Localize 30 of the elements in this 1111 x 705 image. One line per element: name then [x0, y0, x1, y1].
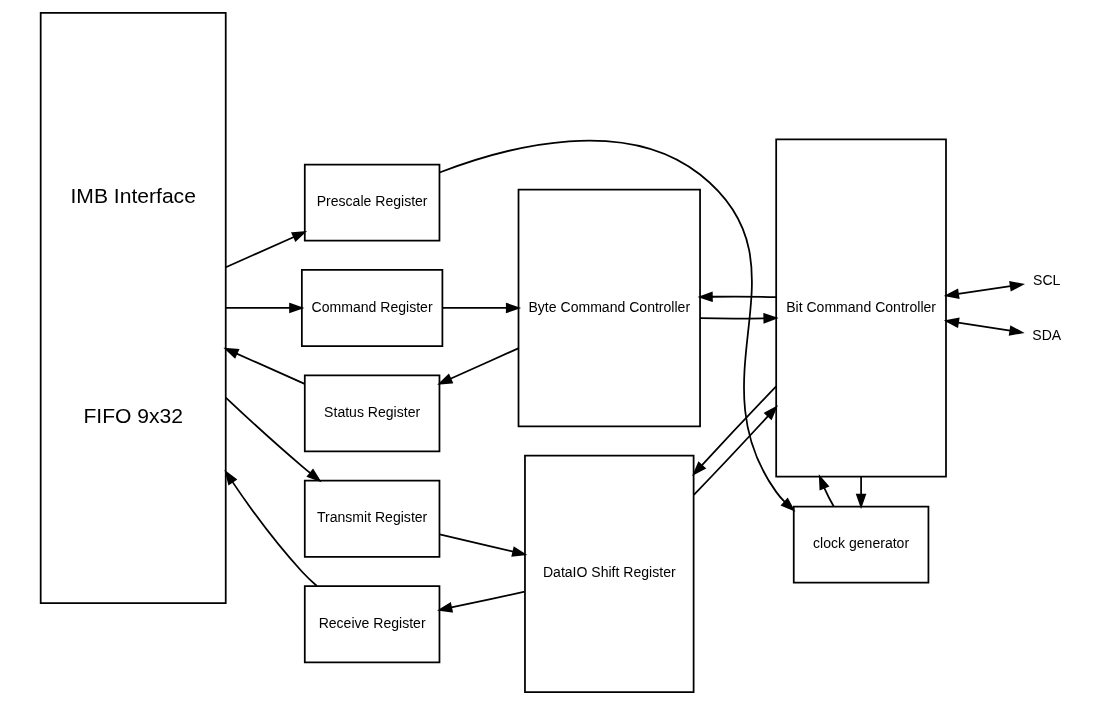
arrow [224, 231, 307, 269]
arrow [698, 312, 779, 324]
arrow [943, 317, 1025, 336]
arrow [224, 302, 304, 314]
node-box: Prescale Register [303, 163, 440, 242]
arrow [438, 533, 527, 557]
node-box: Transmit Register [303, 479, 440, 558]
node-box: Status Register [303, 374, 440, 453]
arrow [224, 396, 322, 483]
node-text: SCL [1032, 271, 1060, 288]
arrow [441, 302, 521, 314]
arrow [818, 474, 835, 508]
arrow [222, 347, 306, 385]
node-box: clock generator [792, 505, 929, 584]
arrow [691, 385, 777, 477]
node-box: Bit Command Controller [774, 138, 947, 478]
arrow [697, 291, 777, 303]
node-box: DataIO Shift Register [523, 454, 694, 693]
arrow [436, 347, 519, 385]
node-box: Command Register [300, 269, 443, 347]
node-box: Receive Register [303, 585, 440, 664]
arrow [692, 405, 778, 496]
arrow [438, 139, 795, 512]
node-text: SDA [1031, 326, 1061, 343]
arrow [943, 281, 1025, 300]
node-box: IMB Interface FIFO 9x32 [39, 11, 227, 604]
arrow [855, 475, 866, 509]
arrow [223, 469, 318, 587]
arrow [436, 590, 526, 613]
node-box: Byte Command Controller [517, 188, 701, 428]
